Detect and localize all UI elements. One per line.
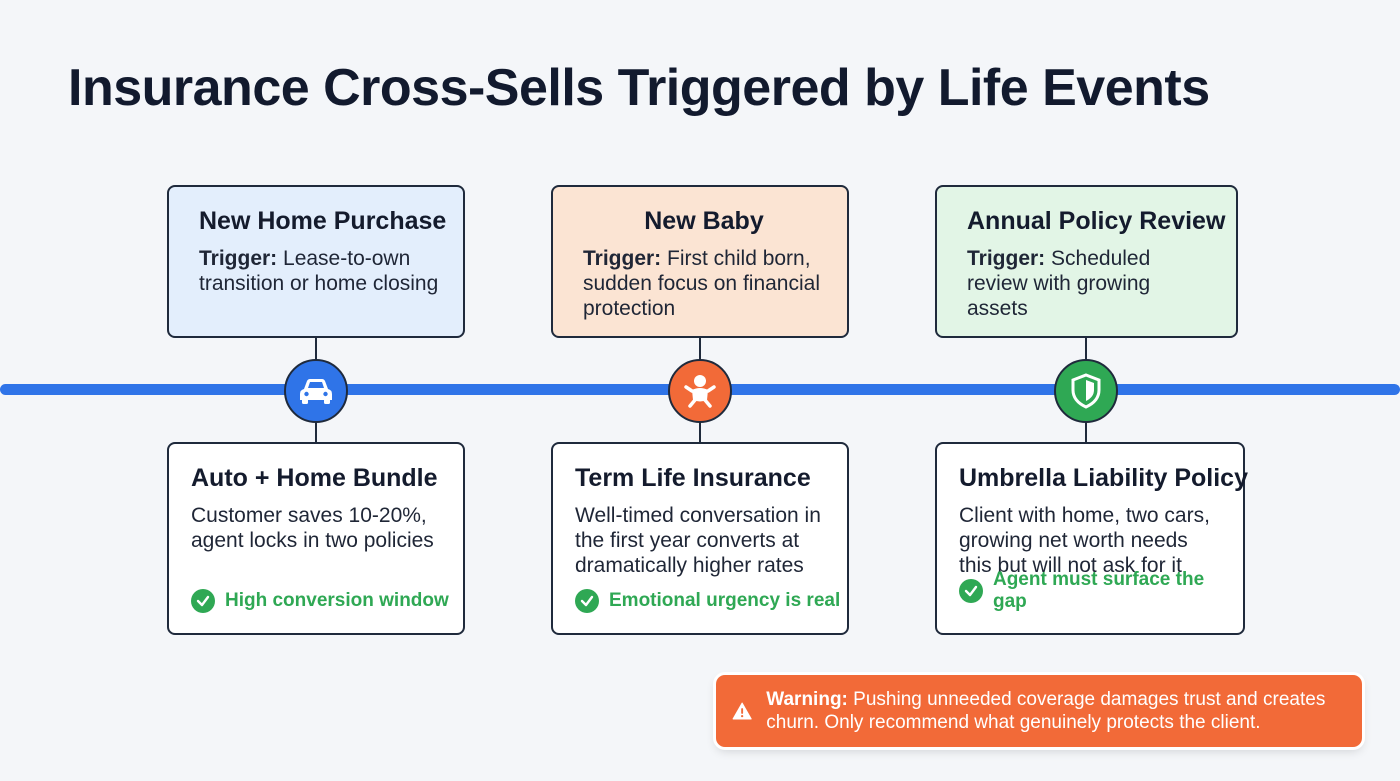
connector-1-bottom	[315, 420, 317, 443]
product-description: Well-timed conversation in the first yea…	[575, 504, 821, 577]
page-title: Insurance Cross-Sells Triggered by Life …	[68, 59, 1210, 117]
event-title: New Baby	[644, 207, 764, 235]
connector-3-top	[1085, 338, 1087, 362]
connector-1-top	[315, 338, 317, 362]
connector-2-top	[699, 338, 701, 362]
event-card-new-baby: New Baby Trigger: First child born, sudd…	[551, 185, 849, 338]
event-card-annual-review: Annual Policy Review Trigger: Scheduled …	[935, 185, 1238, 338]
warning-text: Warning: Pushing unneeded coverage damag…	[766, 689, 1326, 733]
event-trigger: Trigger: Scheduled review with growing a…	[967, 247, 1151, 320]
warning-banner: Warning: Pushing unneeded coverage damag…	[716, 675, 1362, 747]
product-card-auto-home: Auto + Home Bundle Customer saves 10-20%…	[167, 442, 465, 635]
connector-2-bottom	[699, 420, 701, 443]
check-icon	[191, 589, 215, 613]
event-card-new-home: New Home Purchase Trigger: Lease-to-own …	[167, 185, 465, 338]
check-icon	[959, 579, 983, 603]
product-description: Customer saves 10-20%, agent locks in tw…	[191, 504, 434, 552]
product-card-term-life: Term Life Insurance Well-timed conversat…	[551, 442, 849, 635]
product-title: Auto + Home Bundle	[191, 464, 438, 492]
product-description: Client with home, two cars, growing net …	[959, 504, 1210, 577]
warning-triangle-icon	[732, 702, 752, 720]
product-note: High conversion window	[191, 589, 449, 613]
shield-icon	[1071, 373, 1101, 409]
product-card-umbrella: Umbrella Liability Policy Client with ho…	[935, 442, 1248, 635]
event-trigger: Trigger: First child born, sudden focus …	[583, 247, 820, 320]
event-title: Annual Policy Review	[967, 207, 1226, 235]
product-note: Agent must surface the gap	[959, 569, 1243, 613]
baby-icon	[684, 375, 716, 408]
product-note: Emotional urgency is real	[575, 589, 840, 613]
event-title: New Home Purchase	[199, 207, 447, 235]
product-title: Term Life Insurance	[575, 464, 811, 492]
connector-3-bottom	[1085, 420, 1087, 443]
timeline-node-auto	[284, 359, 348, 423]
product-title: Umbrella Liability Policy	[959, 464, 1248, 492]
event-trigger: Trigger: Lease-to-own transition or home…	[199, 247, 439, 295]
timeline-node-shield	[1054, 359, 1118, 423]
timeline-node-baby	[668, 359, 732, 423]
car-icon	[300, 379, 332, 404]
check-icon	[575, 589, 599, 613]
